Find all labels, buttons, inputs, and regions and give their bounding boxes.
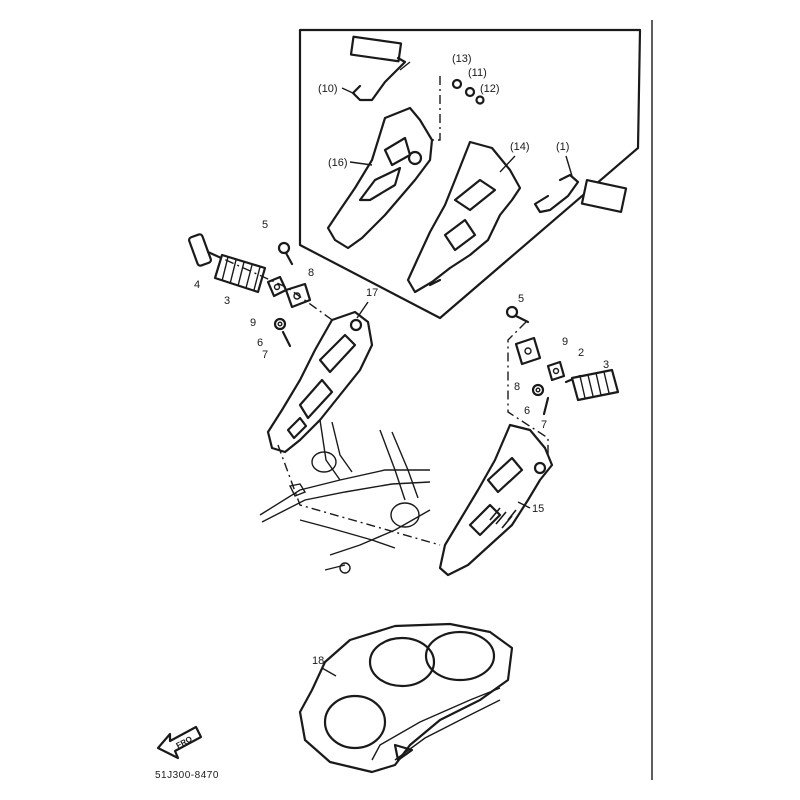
inset-footrest-1 [533,173,628,214]
right-footrest-3 [570,368,620,402]
right-washer-6 [531,383,545,397]
inset-bracket-14 [406,140,522,294]
right-cotter-pin-7 [542,396,550,416]
callout-right-7: 7 [541,419,547,431]
callout-left-3: 3 [224,295,230,307]
callout-right-9: 9 [562,336,568,348]
callout-left-5: 5 [262,219,268,231]
left-footrest-3 [213,253,267,294]
callout-left-8: 8 [308,267,314,279]
callout-right-2: 2 [578,347,584,359]
callout-left-6: 6 [257,337,263,349]
left-washer-6 [273,317,287,331]
right-bracket-8 [514,336,542,366]
callout-left-7: 7 [262,349,268,361]
callout-right-8: 8 [514,381,520,393]
right-bracket-15 [438,423,554,577]
callout-bottom-18: 18 [312,655,324,667]
left-pin-5 [277,241,294,266]
inset-footrest-10 [349,35,411,102]
left-bracket-17 [266,310,374,454]
callout-1: (1) [556,141,569,153]
drawing-code: 51J300-8470 [155,770,219,781]
meter-cover-18 [298,622,514,774]
callout-12: (12) [480,83,500,95]
callout-14: (14) [510,141,530,153]
inset-box-outline [298,28,642,320]
callout-right-6: 6 [524,405,530,417]
callout-11: (11) [468,67,487,79]
inset-hardware [451,78,485,105]
callout-right-5: 5 [518,293,524,305]
callout-left-9: 9 [250,317,256,329]
front-arrow-icon: FRO [156,725,203,760]
inset-bracket-16 [326,106,434,250]
frame-sketch [259,419,431,574]
right-pin-5 [505,305,530,324]
callout-left-17: 17 [366,287,378,299]
callout-right-15: 15 [532,503,544,515]
callout-right-3: 3 [603,359,609,371]
right-washer-9 [546,360,566,382]
callout-left-4: 4 [194,279,200,291]
callout-10: (10) [318,83,338,95]
left-cotter-pin-7 [281,330,292,348]
callout-16: (16) [328,157,348,169]
callout-13: (13) [452,53,472,65]
